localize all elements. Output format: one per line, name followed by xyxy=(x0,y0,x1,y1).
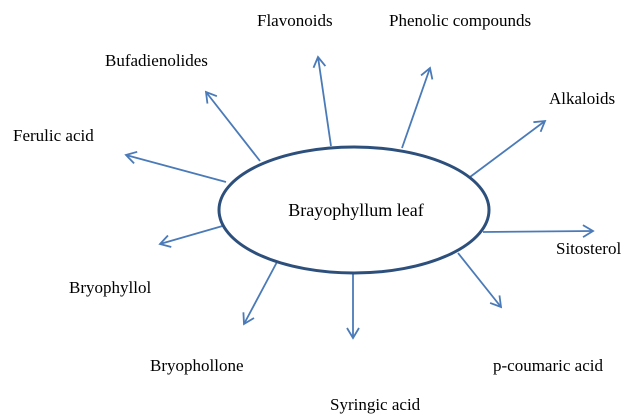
label-sitosterol: Sitosterol xyxy=(556,239,621,258)
label-bryophollone: Bryophollone xyxy=(150,356,244,375)
arrow-ferulic-acid xyxy=(124,150,227,183)
arrow-p-coumaric-acid xyxy=(457,252,503,309)
label-ferulic-acid: Ferulic acid xyxy=(13,126,94,145)
label-p-coumaric-acid: p-coumaric acid xyxy=(493,356,603,375)
arrow-flavonoids xyxy=(312,55,332,147)
center-ellipse xyxy=(217,145,491,275)
arrow-bufadienolides xyxy=(204,90,261,162)
label-bufadienolides: Bufadienolides xyxy=(105,51,208,70)
arrow-phenolic-compounds xyxy=(401,66,434,149)
arrow-sitosterol xyxy=(482,224,595,238)
arrows-group xyxy=(124,55,595,340)
labels-group: Flavonoids Phenolic compounds Bufadienol… xyxy=(13,11,621,414)
label-phenolic-compounds: Phenolic compounds xyxy=(389,11,531,30)
label-bryophyllol: Bryophyllol xyxy=(69,278,151,297)
arrow-alkaloids xyxy=(469,119,547,178)
label-flavonoids: Flavonoids xyxy=(257,11,333,30)
center-label: Brayophyllum leaf xyxy=(288,200,423,220)
arrow-bryophyllol xyxy=(158,224,227,248)
arrow-bryophollone xyxy=(242,261,278,326)
label-syringic-acid: Syringic acid xyxy=(330,395,421,414)
label-alkaloids: Alkaloids xyxy=(549,89,615,108)
